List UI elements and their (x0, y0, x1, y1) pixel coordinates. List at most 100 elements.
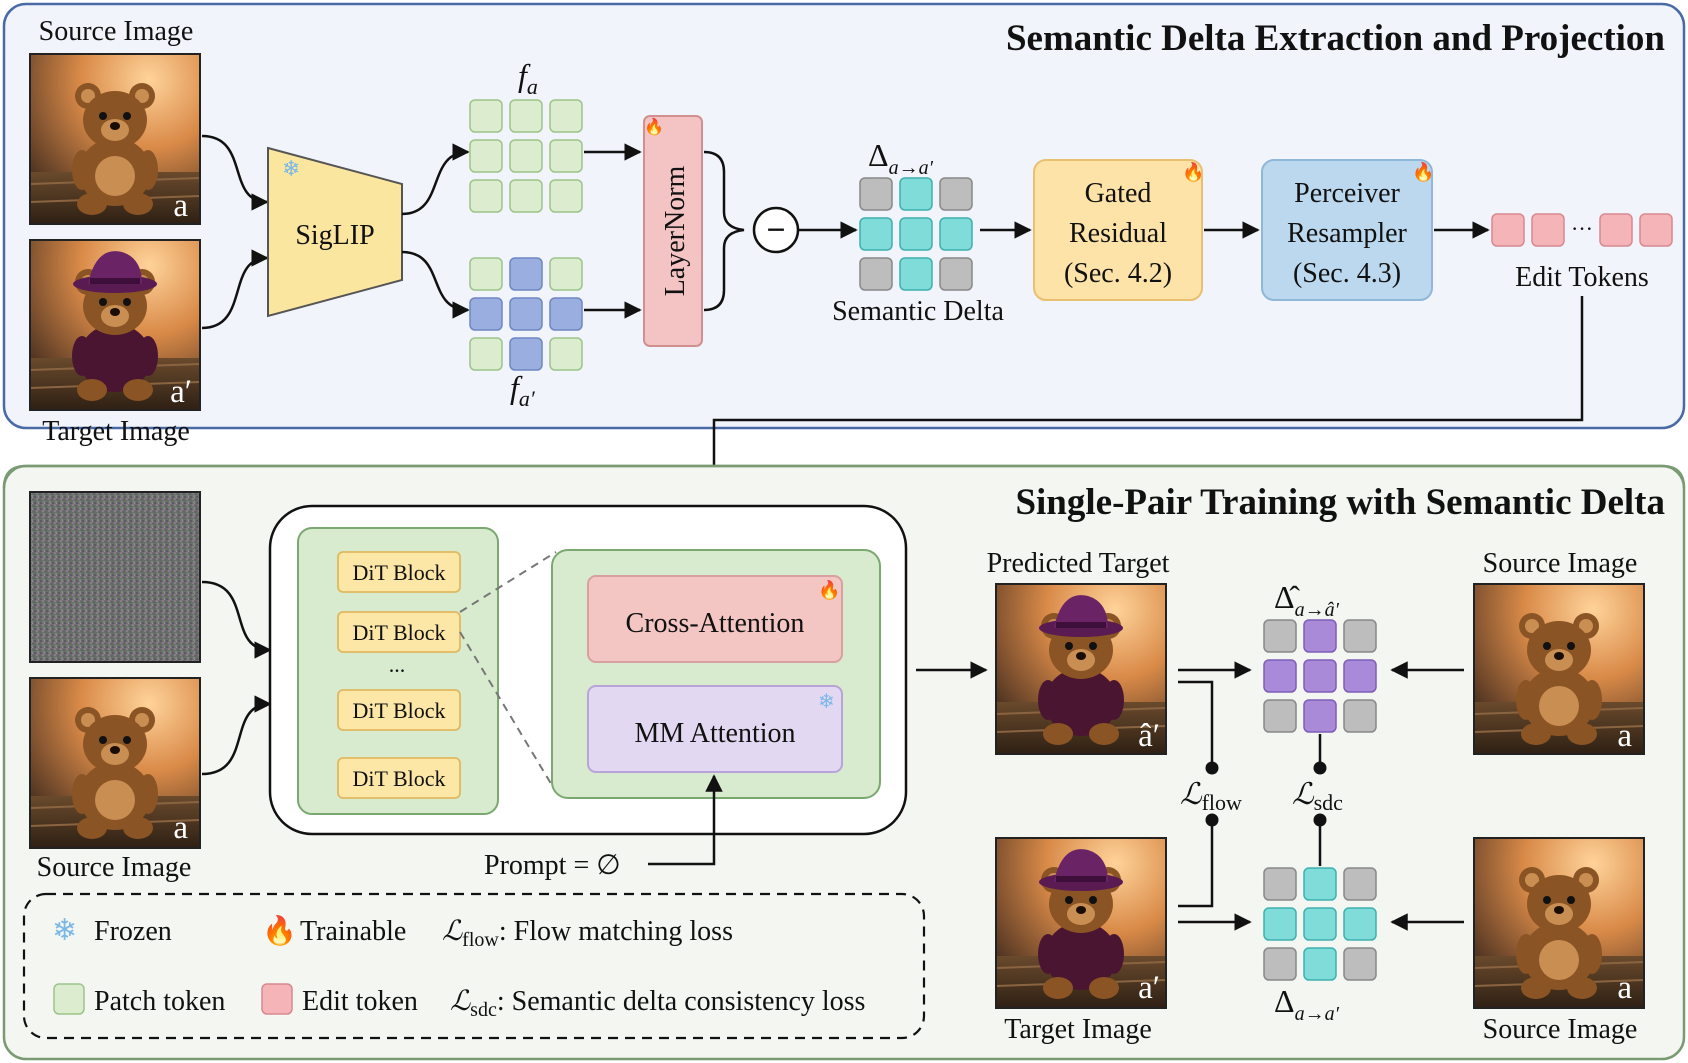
source-image-thumbnail (1473, 837, 1645, 1009)
semantic-delta-label: Semantic Delta (832, 296, 1004, 327)
edit-tokens-ellipsis: ··· (1571, 216, 1593, 241)
top-panel (2, 2, 1686, 430)
arrow-siglip-to-fa2 (401, 250, 470, 319)
fire-icon: 🔥 (1182, 161, 1204, 183)
fire-icon: 🔥 (262, 914, 297, 947)
arrow-source-to-siglip (201, 134, 269, 211)
edit-token (1639, 213, 1673, 247)
source-image-tag: a (173, 188, 188, 224)
token-cell (1303, 907, 1337, 941)
token-cell (469, 179, 503, 213)
target-image-thumbnail (995, 837, 1167, 1009)
arrow-prompt-to-mm-attention (648, 774, 723, 866)
loss-flow-label: ℒflow (1180, 778, 1242, 815)
right-source-tag-bottom: a (1617, 970, 1632, 1006)
gated-residual-line2: Residual (1069, 218, 1167, 249)
token-cell (469, 139, 503, 173)
token-cell (509, 139, 543, 173)
target-image-thumbnail (29, 239, 201, 411)
flow-connector-top (1178, 680, 1214, 768)
token-cell (509, 297, 543, 331)
gated-residual-block (1033, 159, 1203, 301)
minus-sign: − (766, 212, 785, 249)
dit-block (337, 551, 461, 593)
dit-block-label: DiT Block (352, 560, 445, 585)
arrow-siglip-to-fa (401, 143, 470, 216)
flow-connector-bottom (1178, 820, 1214, 908)
right-source-label-bottom: Source Image (1483, 1014, 1638, 1045)
delta-label: Δa→a′ (868, 137, 934, 179)
right-source-tag-top: a (1617, 718, 1632, 754)
snowflake-icon: ❄ (52, 913, 77, 948)
token-cell (1343, 867, 1377, 901)
noise-image (29, 491, 201, 663)
token-cell (1263, 907, 1297, 941)
token-cell (899, 217, 933, 251)
edit-token (1491, 213, 1525, 247)
token-cell (939, 177, 973, 211)
token-cell (1343, 907, 1377, 941)
token-cell (859, 177, 893, 211)
predicted-target-thumbnail (995, 583, 1167, 755)
perceiver-line2: Resampler (1287, 218, 1407, 249)
dit-block-label: DiT Block (352, 766, 445, 791)
gated-residual-line1: Gated (1085, 178, 1152, 209)
edit-tokens-label: Edit Tokens (1515, 262, 1649, 293)
zoom-line-bottom (459, 631, 557, 793)
token-cell (549, 139, 583, 173)
siglip-label: SigLIP (295, 220, 374, 251)
mm-attention-label: MM Attention (634, 718, 795, 749)
token-cell (469, 337, 503, 371)
token-cell (1303, 867, 1337, 901)
fa2-patch-grid (469, 257, 583, 371)
token-cell (509, 99, 543, 133)
edit-token (1531, 213, 1565, 247)
token-cell (859, 217, 893, 251)
dit-block-label: DiT Block (352, 620, 445, 645)
token-cell (549, 297, 583, 331)
predicted-delta-grid (1263, 619, 1377, 733)
snowflake-icon: ❄ (818, 689, 835, 713)
target-image-label: Target Image (1004, 1014, 1152, 1045)
legend-patch: Patch token (94, 986, 225, 1017)
source-image-label: Source Image (39, 16, 194, 47)
token-cell (549, 337, 583, 371)
legend-frozen: Frozen (94, 916, 172, 947)
target-image-tag: a′ (170, 374, 192, 410)
perceiver-line3: (Sec. 4.3) (1293, 258, 1401, 289)
token-cell (1263, 659, 1297, 693)
predicted-target-tag: â′ (1138, 718, 1160, 754)
top-panel-title: Semantic Delta Extraction and Projection (1006, 18, 1665, 59)
source-image-thumbnail (29, 677, 201, 849)
snowflake-icon: ❄ (282, 157, 300, 182)
gated-residual-line3: (Sec. 4.2) (1064, 258, 1172, 289)
token-cell (899, 177, 933, 211)
arrow-noise-to-dit (201, 580, 272, 659)
dit-ellipsis: ... (389, 652, 406, 677)
token-cell (1343, 619, 1377, 653)
right-source-label-top: Source Image (1483, 548, 1638, 579)
token-cell (1343, 947, 1377, 981)
cross-attention-label: Cross-Attention (626, 608, 805, 639)
token-cell (549, 179, 583, 213)
legend-edit-swatch (261, 983, 293, 1015)
token-cell (1303, 659, 1337, 693)
dit-block (337, 757, 461, 799)
token-cell (549, 257, 583, 291)
loss-sdc-label: ℒsdc (1292, 778, 1343, 815)
mm-attention-block (587, 685, 843, 773)
token-cell (939, 257, 973, 291)
token-cell (1263, 699, 1297, 733)
zoom-line-top (459, 551, 557, 613)
legend-box (22, 892, 926, 1040)
target-image-label: Target Image (42, 416, 190, 447)
token-cell (469, 257, 503, 291)
token-cell (939, 217, 973, 251)
siglip-encoder (267, 146, 403, 318)
token-cell (469, 99, 503, 133)
token-cell (1303, 699, 1337, 733)
prompt-label: Prompt = ∅ (484, 850, 621, 881)
token-cell (469, 297, 503, 331)
token-cell (509, 337, 543, 371)
